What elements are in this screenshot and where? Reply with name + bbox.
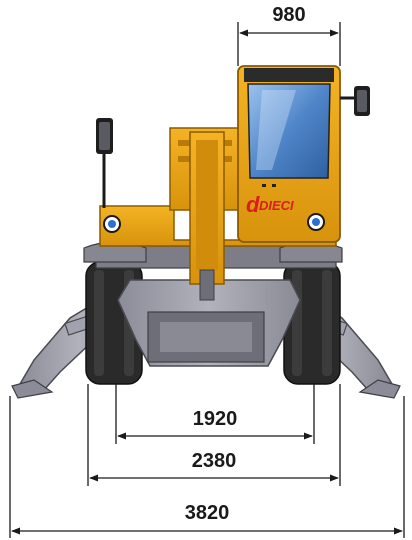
headlights [103,213,325,233]
dimension-lines [9,22,405,538]
cab [237,65,341,243]
track-inner-label: 1920 [192,408,238,430]
right-tire [283,261,341,385]
right-mirror [340,86,370,116]
left-mirror [96,118,113,208]
outrigger-span-label: 3820 [184,502,230,524]
dieci-logo: d DIECI [246,192,294,217]
telescopic-boom [189,131,225,301]
track-outer-label: 2380 [191,450,237,472]
svg-text:DIECI: DIECI [259,198,294,213]
svg-text:d: d [246,192,260,217]
cab-width-label: 980 [272,4,306,26]
